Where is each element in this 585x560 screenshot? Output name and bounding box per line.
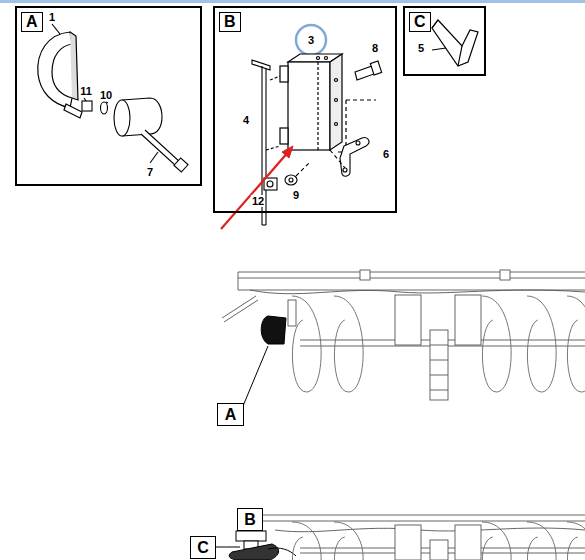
auger-flights — [292, 296, 585, 560]
callout-number: 6 — [382, 148, 390, 160]
top-band — [0, 0, 585, 3]
angle-part — [432, 20, 478, 66]
detail-panel: C — [403, 6, 486, 76]
bracket-part — [330, 138, 369, 177]
washer-nut — [264, 162, 310, 190]
callout-number: 11 — [79, 85, 93, 97]
nut-washer-pin — [82, 98, 188, 172]
leader-line — [243, 346, 268, 406]
auger-flight — [567, 522, 585, 560]
callout-number: 5 — [417, 42, 425, 54]
panel-letter: A — [21, 12, 43, 32]
detail-panel: B — [213, 6, 397, 213]
auger-flight — [292, 522, 321, 560]
auger-flight — [334, 522, 363, 560]
callout-number: 12 — [251, 195, 265, 207]
callout-number: 3 — [307, 34, 315, 46]
panel-letter: B — [219, 12, 241, 32]
auger-flight — [292, 296, 321, 392]
callout-number: 8 — [371, 42, 379, 54]
auger-flight — [527, 522, 556, 560]
panel-letter: C — [409, 12, 431, 32]
bolt-part — [355, 61, 382, 80]
callout-letter: C — [197, 539, 209, 557]
machine-top — [222, 270, 585, 400]
callout-number: 7 — [146, 166, 154, 178]
red-arrowhead — [282, 146, 293, 158]
auger-flight — [334, 296, 363, 392]
callout-number: 4 — [242, 114, 250, 126]
auger-flight — [527, 296, 556, 392]
callout-letter: B — [244, 511, 256, 529]
callout-number: 10 — [99, 89, 113, 101]
shield-on-machine — [261, 316, 286, 344]
shield-part — [38, 24, 82, 118]
highlight-circle — [296, 25, 326, 55]
auger-flight — [567, 296, 585, 392]
callout-number: 1 — [48, 11, 56, 23]
callout-box: C — [190, 536, 216, 559]
auger-flight — [482, 522, 511, 560]
red-arrow — [221, 150, 290, 229]
auger-flight — [482, 296, 511, 392]
block-part — [280, 54, 376, 152]
callout-letter: A — [225, 406, 237, 424]
callout-box: B — [237, 508, 263, 531]
callout-number: 9 — [292, 189, 300, 201]
callout-box: A — [217, 403, 244, 426]
